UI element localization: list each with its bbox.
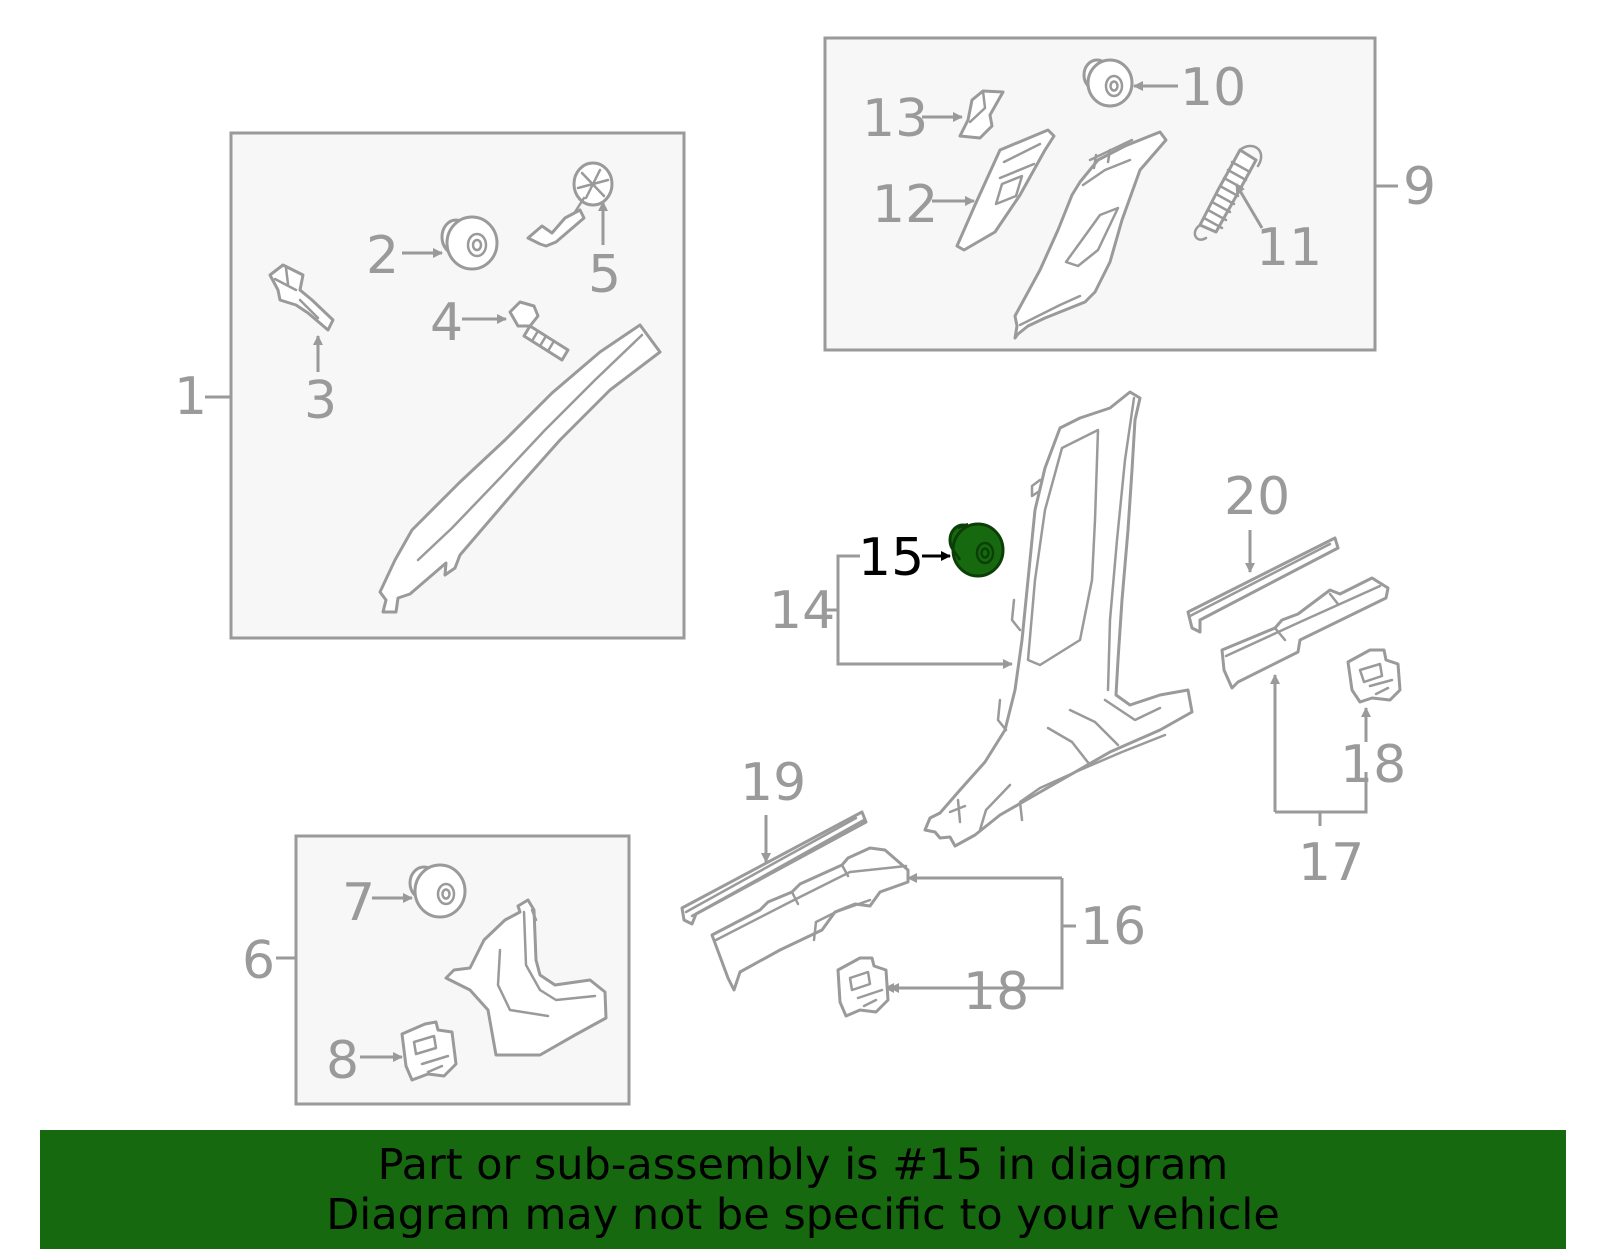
- banner-line-1: Part or sub-assembly is #15 in diagram: [377, 1139, 1229, 1190]
- callout-9[interactable]: 9: [1403, 157, 1436, 217]
- a-pillar-trim[interactable]: [378, 323, 662, 614]
- callout-8[interactable]: 8: [326, 1031, 359, 1091]
- sill-plate-part-17[interactable]: [1220, 576, 1390, 690]
- callout-2[interactable]: 2: [366, 226, 399, 286]
- callout-4[interactable]: 4: [430, 293, 463, 353]
- callout-14[interactable]: 14: [769, 581, 835, 641]
- callout-5[interactable]: 5: [588, 245, 621, 305]
- clip-part-18-lower[interactable]: [836, 956, 890, 1018]
- group-box-6: 6 7 8: [242, 834, 631, 1106]
- sill-strip-part-20[interactable]: [1186, 536, 1340, 634]
- callout-10[interactable]: 10: [1180, 58, 1246, 118]
- spring-part-11[interactable]: [1193, 144, 1263, 241]
- group-box-1: 1 3 2 5 4: [174, 131, 686, 640]
- banner-background: [40, 1130, 1566, 1249]
- clip-part-18-right[interactable]: [1346, 648, 1402, 704]
- clip-part-8[interactable]: [400, 1020, 458, 1082]
- callout-20[interactable]: 20: [1224, 467, 1290, 527]
- callout-15[interactable]: 15: [858, 528, 924, 588]
- callout-18-right[interactable]: 18: [1340, 735, 1406, 795]
- banner-line-2: Diagram may not be specific to your vehi…: [326, 1189, 1280, 1240]
- callout-16[interactable]: 16: [1080, 897, 1146, 957]
- callout-1[interactable]: 1: [174, 367, 207, 427]
- clip-part-3[interactable]: [268, 263, 335, 332]
- highlighted-grommet-part-15[interactable]: [948, 522, 1005, 578]
- cover-part-12[interactable]: [955, 128, 1056, 252]
- callout-7[interactable]: 7: [342, 873, 375, 933]
- grommet-part-7[interactable]: [408, 863, 467, 919]
- grommet-part-10[interactable]: [1082, 58, 1134, 108]
- callout-17[interactable]: 17: [1298, 833, 1364, 893]
- b-pillar-lower-trim-part-14[interactable]: [923, 390, 1194, 848]
- tether-part-5[interactable]: [526, 161, 614, 248]
- grommet-part-2[interactable]: [440, 215, 499, 271]
- callout-6[interactable]: 6: [242, 931, 275, 991]
- callout-18-lower[interactable]: 18: [963, 962, 1029, 1022]
- group-box-9: 9 10 13 12: [823, 36, 1436, 352]
- info-banner: Part or sub-assembly is #15 in diagram D…: [40, 1130, 1566, 1249]
- screw-part-4[interactable]: [508, 300, 570, 362]
- callout-12[interactable]: 12: [872, 175, 938, 235]
- lower-pillar-trim[interactable]: [444, 898, 608, 1057]
- callout-13[interactable]: 13: [862, 89, 928, 149]
- callout-11[interactable]: 11: [1256, 218, 1322, 278]
- sill-strip-part-19[interactable]: [680, 810, 868, 926]
- b-pillar-upper-trim[interactable]: [1013, 130, 1168, 340]
- callout-19[interactable]: 19: [740, 753, 806, 813]
- bracket-part-13[interactable]: [958, 89, 1005, 140]
- callout-3[interactable]: 3: [304, 371, 337, 431]
